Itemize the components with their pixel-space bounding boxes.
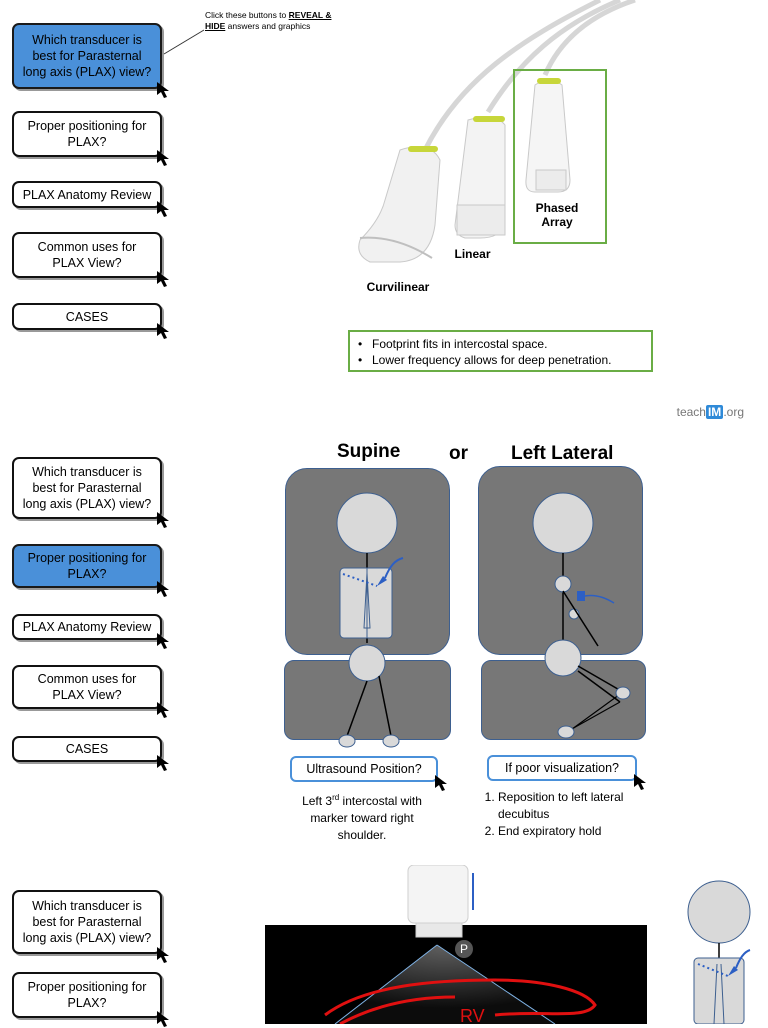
ultrasound-position-desc: Left 3rd intercostal with marker toward … <box>292 789 432 844</box>
supine-figure <box>336 492 404 748</box>
desc-text: rd <box>332 793 340 802</box>
phased-array-label: Phased Array <box>535 201 579 229</box>
note-emphasis: REVEAL & HIDE <box>205 10 332 31</box>
nav-label: Which transducer is best for Parasternal… <box>22 33 152 79</box>
nav-label: Common uses for PLAX View? <box>37 672 137 702</box>
nav-uses-button[interactable]: Common uses for PLAX View? <box>12 232 169 287</box>
reason-item: Footprint fits in intercostal space. <box>356 336 645 352</box>
poor-visualization-desc: Reposition to left lateral decubitus End… <box>476 789 656 840</box>
cursor-icon <box>157 201 169 217</box>
cursor-icon <box>157 702 169 718</box>
logo-text: teach <box>676 405 706 419</box>
nav-positioning-button[interactable]: Proper positioning for PLAX? <box>12 111 169 166</box>
curvilinear-label: Curvilinear <box>366 280 430 294</box>
nav-label: Proper positioning for PLAX? <box>27 119 147 149</box>
echo-probe-icon <box>407 865 474 938</box>
rv-label: RV <box>460 1006 485 1024</box>
nav-label: Proper positioning for PLAX? <box>27 551 147 581</box>
reason-item: Lower frequency allows for deep penetrat… <box>356 352 645 368</box>
desc-text: Left 3 <box>302 794 333 808</box>
cursor-icon <box>157 323 169 339</box>
nav-positioning-button[interactable]: Proper positioning for PLAX? <box>12 544 169 597</box>
mini-figure <box>687 880 751 1024</box>
instruction-note: Click these buttons to REVEAL & HIDE ans… <box>205 10 335 32</box>
nav-label: CASES <box>65 309 109 324</box>
ultrasound-position-button[interactable]: Ultrasound Position? <box>290 756 447 791</box>
supine-heading: Supine <box>337 441 401 462</box>
nav-transducer-button[interactable]: Which transducer is best for Parasternal… <box>12 23 169 98</box>
transducer-illustration <box>358 0 636 263</box>
cursor-icon <box>157 271 169 287</box>
nav-transducer-button[interactable]: Which transducer is best for Parasternal… <box>12 457 169 528</box>
cursor-icon <box>157 581 169 597</box>
cursor-icon <box>435 775 447 791</box>
desc-text: intercostal with marker toward right sho… <box>310 794 422 842</box>
nav-uses-button[interactable]: Common uses for PLAX View? <box>12 665 169 718</box>
nav-cases-button[interactable]: CASES <box>12 736 169 771</box>
phased-array-reasons: Footprint fits in intercostal space. Low… <box>348 330 653 372</box>
nav-label: PLAX Anatomy Review <box>22 620 152 634</box>
logo-text: IM <box>705 405 724 419</box>
note-text: answers and graphics <box>225 21 311 31</box>
poor-visualization-button[interactable]: If poor visualization? <box>487 755 646 790</box>
or-heading: or <box>449 443 468 464</box>
nav-label: Which transducer is best for Parasternal… <box>22 465 152 511</box>
cursor-icon <box>157 150 169 166</box>
list-item: Reposition to left lateral decubitus <box>498 789 656 823</box>
echo-image: RV <box>265 925 647 1024</box>
echo-graphic: RV <box>324 944 597 1024</box>
nav-positioning-button[interactable]: Proper positioning for PLAX? <box>12 972 169 1027</box>
nav-label: Proper positioning for PLAX? <box>27 980 147 1010</box>
nav-label: CASES <box>65 742 109 756</box>
phased-probe-icon <box>525 78 571 193</box>
note-text: Click these buttons to <box>205 10 289 20</box>
cursor-icon <box>157 512 169 528</box>
logo-text: .org <box>723 405 744 419</box>
callout-line <box>163 29 205 55</box>
cursor-icon <box>157 755 169 771</box>
button-label: If poor visualization? <box>505 761 619 775</box>
nav-cases-button[interactable]: CASES <box>12 303 169 339</box>
button-label: Ultrasound Position? <box>306 762 422 776</box>
nav-transducer-button[interactable]: Which transducer is best for Parasternal… <box>12 890 169 963</box>
nav-label: PLAX Anatomy Review <box>22 187 152 202</box>
nav-anatomy-button[interactable]: PLAX Anatomy Review <box>12 614 169 649</box>
left-lateral-heading: Left Lateral <box>511 443 614 464</box>
phased-array-highlight <box>513 69 607 244</box>
left-lateral-figure <box>532 492 631 739</box>
cursor-icon <box>634 774 646 790</box>
nav-label: Common uses for PLAX View? <box>37 240 137 270</box>
linear-label: Linear <box>454 247 491 261</box>
curvilinear-probe-icon <box>358 146 441 263</box>
probe-marker-badge: P <box>455 940 473 958</box>
nav-label: Which transducer is best for Parasternal… <box>22 899 152 945</box>
linear-probe-icon <box>454 116 506 239</box>
list-item: End expiratory hold <box>498 823 656 840</box>
cursor-icon <box>157 633 169 649</box>
nav-anatomy-button[interactable]: PLAX Anatomy Review <box>12 181 169 217</box>
cursor-icon <box>157 1011 169 1027</box>
cursor-icon <box>157 82 169 98</box>
cursor-icon <box>157 947 169 963</box>
